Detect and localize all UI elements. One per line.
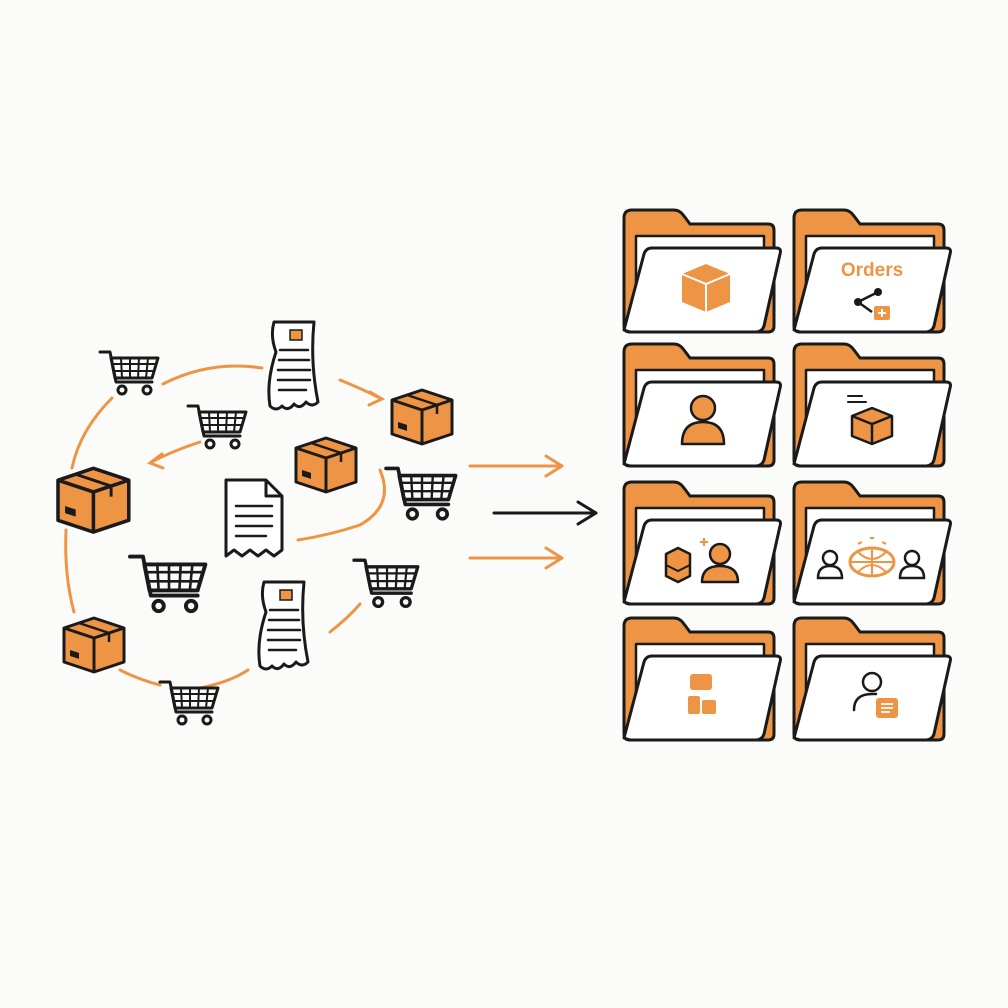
folder-products[interactable] [622, 208, 782, 334]
cart-icon [128, 554, 208, 614]
cart-icon [158, 680, 220, 726]
receipt-icon [257, 580, 310, 671]
flow-arrowhead [367, 390, 386, 407]
box-icon [62, 616, 126, 674]
folder-customers[interactable] [622, 342, 782, 468]
flow-arc-left-upper [70, 396, 114, 470]
flow-arc-left-lower [64, 528, 76, 614]
flow-arc-bottom-left [118, 668, 162, 687]
box-icon [56, 466, 131, 534]
box-icon [390, 388, 454, 446]
scattered-items [56, 320, 458, 726]
share-plus-icon [854, 288, 890, 320]
globe-people-icon [816, 537, 926, 580]
cart-icon [352, 558, 420, 609]
stock-person-icon [664, 538, 740, 584]
folder-stock-owner[interactable] [622, 480, 782, 606]
arrow-top [468, 454, 564, 478]
person-icon [680, 394, 726, 446]
flow-arc-inner-right [296, 468, 386, 542]
folder-grid: Orders [622, 208, 952, 742]
cart-icon [384, 466, 458, 521]
cart-icon [98, 350, 160, 396]
stacked-blocks-icon [688, 674, 716, 714]
folder-global-users[interactable] [792, 480, 952, 606]
arrow-middle [492, 500, 598, 526]
box-icon [294, 436, 358, 494]
transition-arrows [468, 454, 598, 570]
folder-shipments[interactable] [792, 342, 952, 468]
folder-user-records[interactable] [792, 616, 952, 742]
flow-arrow-top-left [161, 364, 264, 386]
folder-orders[interactable]: Orders [792, 208, 952, 334]
flow-arc-bottom [198, 668, 250, 690]
receipt-icon [267, 320, 320, 411]
folder-inventory[interactable] [622, 616, 782, 742]
flow-arrowhead [146, 452, 165, 470]
document-icon [224, 478, 284, 558]
person-document-icon [852, 671, 898, 718]
arrow-bottom [468, 546, 564, 570]
flow-arc-bottom-right [328, 602, 362, 634]
flow-arrow-inner-left [150, 440, 202, 464]
box-icon [681, 264, 731, 312]
box-list-icon [847, 395, 894, 446]
folder-label: Orders [841, 260, 903, 281]
